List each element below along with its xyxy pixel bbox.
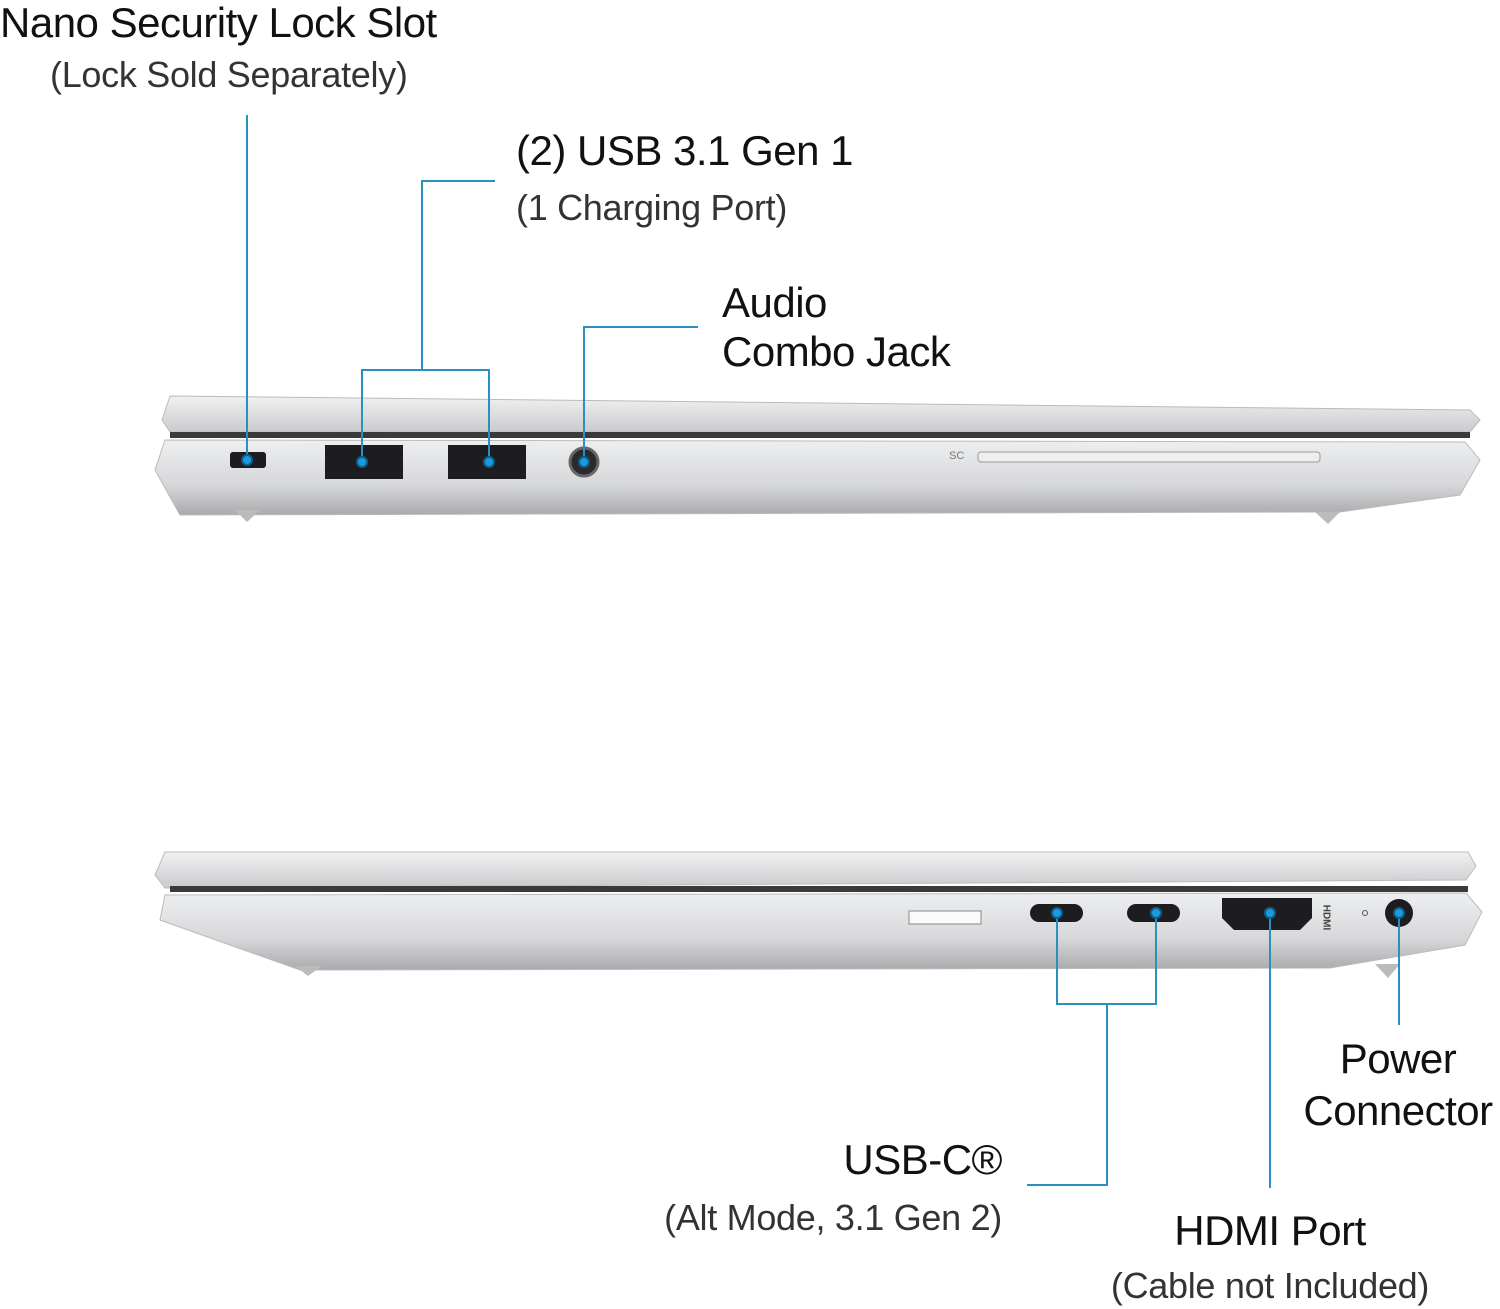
- usb-c-title: USB-C®: [843, 1136, 1002, 1183]
- audio-title-line2: Combo Jack: [722, 328, 951, 375]
- power-title-line2: Connector: [1303, 1087, 1493, 1134]
- laptop-right-side: [154, 851, 1483, 978]
- hdmi-title: HDMI Port: [1174, 1207, 1366, 1254]
- audio-title-line1: Audio: [722, 279, 827, 326]
- usb-a-title: (2) USB 3.1 Gen 1: [516, 127, 854, 174]
- smart-card-label: SC: [949, 450, 965, 462]
- power-led: [1362, 910, 1368, 916]
- hdmi-port-label: HDMI: [1320, 904, 1332, 931]
- hdmi-subtitle: (Cable not Included): [1110, 1265, 1430, 1306]
- usb-c-subtitle: (Alt Mode, 3.1 Gen 2): [664, 1197, 1002, 1238]
- lock-subtitle: (Lock Sold Separately): [50, 54, 408, 95]
- laptop-left-side: [154, 395, 1481, 524]
- callout-dots: [241, 454, 1405, 919]
- smart-card-slot: [977, 451, 1321, 463]
- power-title-line1: Power: [1339, 1035, 1457, 1082]
- sd-card-slot: [908, 910, 982, 925]
- callout-lines: [246, 115, 1400, 1188]
- usb-a-subtitle: (1 Charging Port): [516, 187, 788, 228]
- lock-title: Nano Security Lock Slot: [0, 0, 437, 46]
